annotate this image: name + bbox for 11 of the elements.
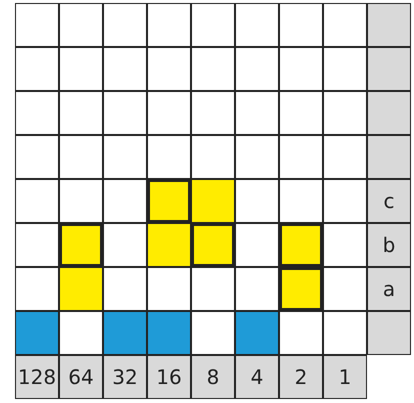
row-letter: a — [382, 277, 396, 301]
place-value-number: 32 — [112, 365, 138, 389]
place-value-number: 2 — [294, 365, 308, 389]
place-value-number: 64 — [68, 365, 94, 389]
place-value-number: 1 — [338, 365, 352, 389]
place-value-number: 128 — [18, 365, 56, 389]
place-value-number: 4 — [250, 365, 264, 389]
place-value-number: 16 — [156, 365, 182, 389]
row-letter: b — [382, 233, 396, 257]
row-letter: c — [384, 189, 394, 213]
place-value-number: 8 — [206, 365, 220, 389]
